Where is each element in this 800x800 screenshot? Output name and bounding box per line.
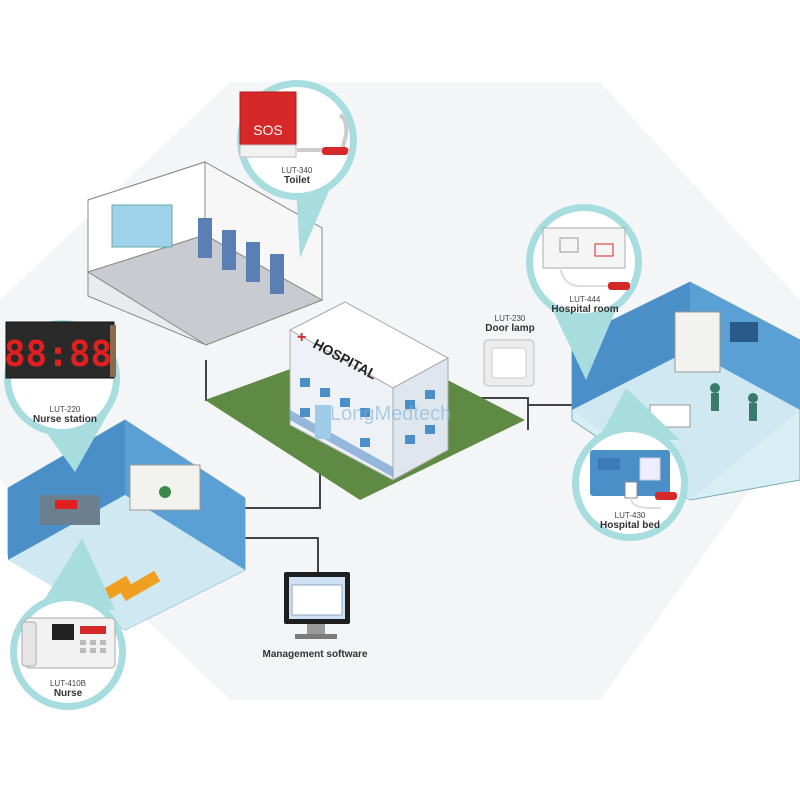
nurse-station-model: LUT-220 xyxy=(49,405,81,414)
nurse-station-name: Nurse station xyxy=(33,414,97,425)
nurse-model: LUT-410B xyxy=(49,679,87,688)
wall-call-unit-icon xyxy=(542,227,630,290)
watermark: LongMedtech xyxy=(330,403,451,425)
sos-pull-cord-icon: SOS xyxy=(239,91,352,158)
nurse-name: Nurse xyxy=(53,688,83,699)
svg-text:88:88: 88:88 xyxy=(4,334,112,375)
door-lamp-model: LUT-230 xyxy=(494,314,526,323)
hospital-room-name: Hospital room xyxy=(551,304,619,315)
door-lamp-name: Door lamp xyxy=(485,323,535,334)
hospital-room-model: LUT-444 xyxy=(569,295,601,304)
nurse-master-phone-icon xyxy=(21,617,116,669)
monitor-icon xyxy=(284,572,350,639)
software-name: Management software xyxy=(262,649,368,660)
hospital-bed-model: LUT-430 xyxy=(614,511,646,520)
toilet-model: LUT-340 xyxy=(281,166,313,175)
hospital-bed-name: Hospital bed xyxy=(599,520,660,531)
led-display-icon: 88:88 xyxy=(4,321,116,379)
toilet-room xyxy=(86,161,324,346)
hospital-cross: + xyxy=(297,329,306,346)
toilet-name: Toilet xyxy=(284,175,310,186)
hospital-building: + HOSPITAL xyxy=(288,301,450,481)
svg-text:SOS: SOS xyxy=(253,122,283,138)
line-software xyxy=(245,537,319,575)
door-lamp-icon xyxy=(483,339,535,387)
bedside-unit-icon xyxy=(590,450,677,509)
